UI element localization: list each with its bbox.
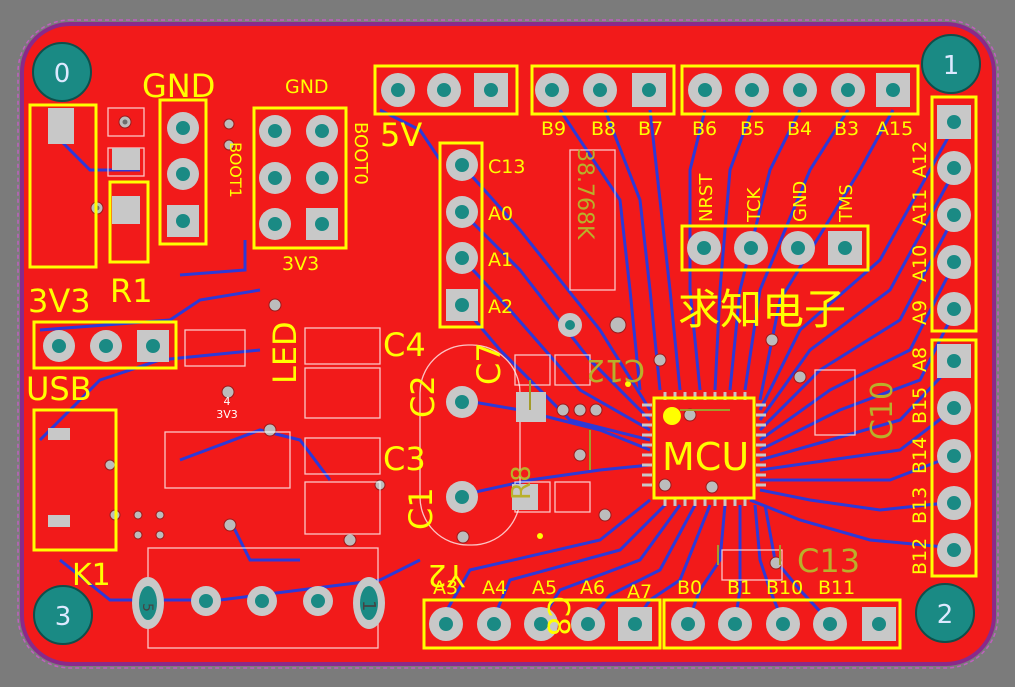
board-keepout — [17, 19, 999, 669]
label-res-value: 38.768K — [572, 148, 597, 240]
label-a12: A12 — [909, 141, 931, 178]
label-b4: B4 — [787, 118, 812, 140]
label-usb: USB — [26, 370, 92, 408]
label-b5: B5 — [740, 118, 765, 140]
label-c12: C12 — [586, 352, 645, 387]
label-gnd-boot1: GND — [142, 67, 215, 105]
mount-hole-1: 1 — [921, 34, 981, 94]
label-gnd-boot0: GND — [285, 76, 329, 98]
label-b0: B0 — [677, 577, 702, 599]
label-a2: A2 — [488, 296, 513, 318]
label-b13: B13 — [909, 487, 931, 524]
label-a15: A15 — [876, 118, 913, 140]
label-b8: B8 — [591, 118, 616, 140]
label-tck: TCK — [744, 186, 765, 223]
label-3v3: 3V3 — [28, 282, 91, 320]
label-a7: A7 — [627, 581, 652, 603]
label-mcu: MCU — [662, 435, 749, 479]
label-b15: B15 — [909, 387, 931, 424]
label-reg-1: 4 — [224, 395, 231, 408]
label-5v: 5V — [380, 116, 422, 154]
th-pads — [43, 73, 971, 641]
mcu-pins — [642, 392, 766, 506]
mount-hole-0-label: 0 — [54, 59, 71, 89]
label-k1: K1 — [72, 558, 111, 593]
label-r8: R8 — [507, 465, 537, 500]
label-a6: A6 — [580, 577, 605, 599]
label-a11: A11 — [909, 189, 931, 226]
label-c4: C4 — [383, 326, 426, 364]
label-y2: Y2 — [428, 557, 466, 592]
label-a8: A8 — [909, 347, 931, 372]
mount-hole-3: 3 — [33, 585, 93, 645]
label-boot1: BOOT1 — [226, 142, 245, 198]
label-b10: B10 — [766, 577, 803, 599]
label-a9: A9 — [909, 300, 931, 325]
label-reg-2: 3V3 — [216, 408, 238, 421]
label-3v3-boot0: 3V3 — [282, 253, 319, 275]
label-chinese: 求知电子 — [678, 285, 846, 334]
label-b9: B9 — [541, 118, 566, 140]
label-a1: A1 — [488, 249, 513, 271]
silkscreen-labels: 5V B9 B8 B7 B6 B5 B4 B3 A15 A12 A11 A10 … — [26, 67, 931, 636]
label-c1: C1 — [402, 487, 440, 530]
mount-hole-2: 2 — [915, 583, 975, 643]
mount-hole-2-label: 2 — [937, 600, 954, 630]
label-b7: B7 — [638, 118, 663, 140]
label-b11: B11 — [818, 577, 855, 599]
label-c10: C10 — [865, 381, 900, 440]
label-a0: A0 — [488, 203, 513, 225]
label-b3: B3 — [834, 118, 859, 140]
label-a4: A4 — [482, 577, 507, 599]
label-boot0: BOOT0 — [350, 122, 371, 185]
label-usb-pin1: 1 — [358, 600, 379, 611]
label-a3: A3 — [433, 577, 458, 599]
label-c13: C13 — [488, 156, 525, 178]
label-c2: C2 — [404, 375, 442, 418]
label-c7: C7 — [470, 342, 508, 385]
label-nrst: NRST — [696, 173, 717, 222]
label-a10: A10 — [909, 245, 931, 282]
label-c13-cap: C13 — [797, 542, 860, 580]
mount-hole-1-label: 1 — [943, 51, 960, 81]
label-c3: C3 — [383, 440, 426, 478]
left-silkscreen — [28, 64, 978, 650]
label-b12: B12 — [909, 538, 931, 575]
label-usb-pin5: 5 — [139, 603, 155, 612]
label-led: LED — [266, 321, 304, 384]
label-b6: B6 — [692, 118, 717, 140]
label-b14: B14 — [909, 437, 931, 474]
label-tms: TMS — [836, 184, 857, 223]
mount-hole-3-label: 3 — [55, 602, 72, 632]
smd-pads — [48, 108, 546, 527]
label-b1: B1 — [727, 577, 752, 599]
label-c8: C8 — [540, 596, 575, 636]
label-a5: A5 — [532, 577, 557, 599]
label-gnd-swd: GND — [790, 181, 811, 222]
label-r1: R1 — [110, 272, 153, 310]
mount-hole-0: 0 — [32, 42, 92, 102]
